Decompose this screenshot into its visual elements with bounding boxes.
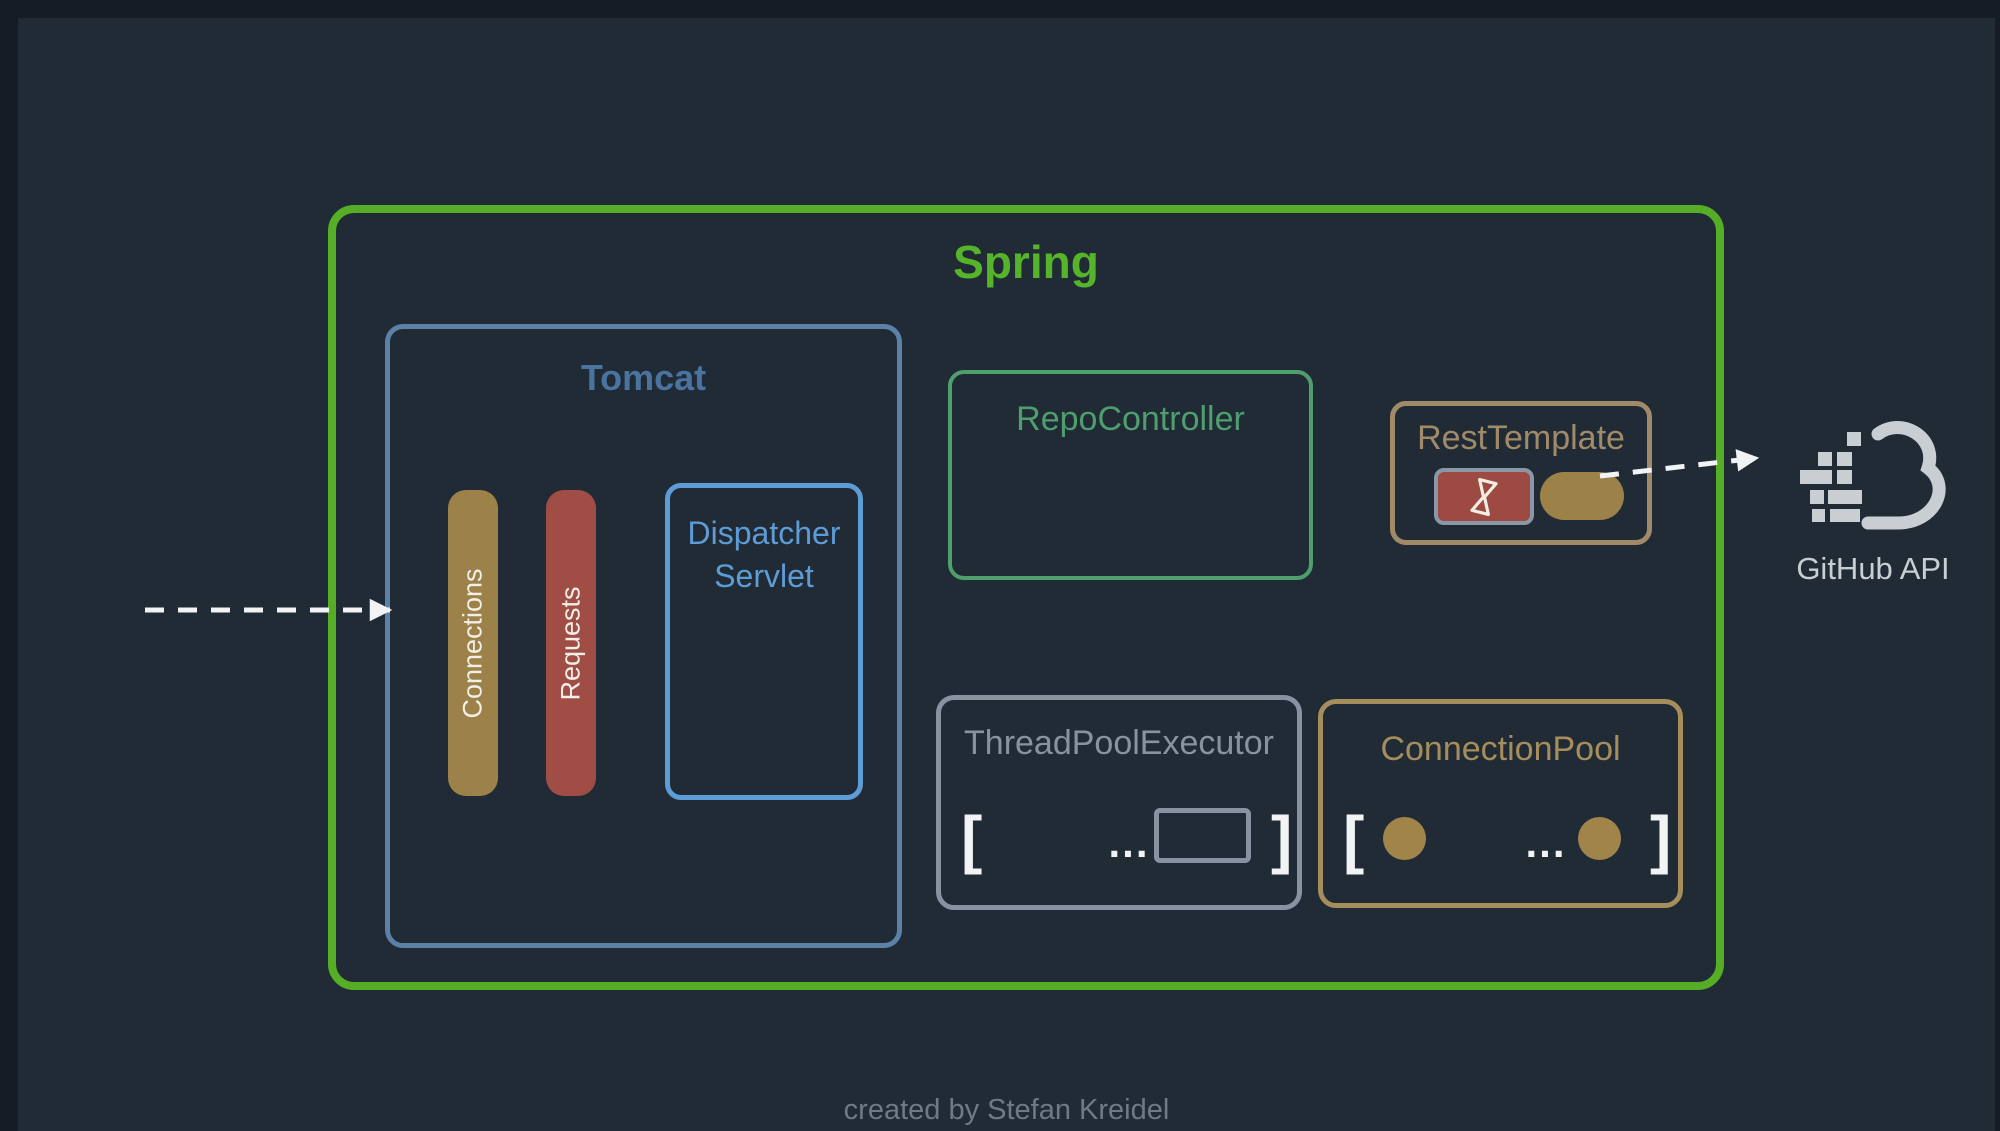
- pool-ellipsis: ...: [1108, 819, 1150, 866]
- requests-label: Requests: [555, 585, 586, 701]
- spring-box: Spring: [328, 205, 1724, 990]
- spring-title: Spring: [953, 236, 1099, 288]
- connections-label: Connections: [457, 567, 488, 719]
- tomcat-title: Tomcat: [580, 357, 707, 398]
- connection-pool-box: ConnectionPool [ ... ]: [1318, 699, 1683, 908]
- tomcat-box: Tomcat Connections Requests Dispatcher S…: [385, 324, 902, 948]
- cloud-icon: [1790, 408, 1960, 536]
- dispatcher-servlet-label: Dispatcher Servlet: [687, 515, 841, 594]
- incoming-requests-arrow: [145, 598, 393, 622]
- hourglass-icon: [1470, 477, 1498, 516]
- rest-template-box: RestTemplate: [1390, 401, 1652, 545]
- diagram-panel: Spring Tomcat Connections Requests Dispa…: [18, 18, 1995, 1131]
- requests-pill: Requests: [546, 490, 596, 796]
- pool-bracket-close: ]: [1650, 803, 1672, 875]
- thread-slot-rect: [1154, 808, 1251, 863]
- rest-template-title: RestTemplate: [1417, 419, 1625, 457]
- connection-dot: [1383, 817, 1426, 860]
- connection-dot: [1578, 817, 1621, 860]
- connections-pill: Connections: [448, 490, 498, 796]
- thread-pool-title: ThreadPoolExecutor: [964, 724, 1274, 762]
- pool-ellipsis: ...: [1525, 819, 1567, 866]
- thread-pool-box: ThreadPoolExecutor [ ... ]: [936, 695, 1302, 910]
- github-api-label: GitHub API: [1796, 551, 1950, 586]
- dispatcher-servlet-box: Dispatcher Servlet: [665, 483, 863, 800]
- pool-bracket-open: [: [1343, 803, 1365, 875]
- idle-resource-pill: [1540, 472, 1624, 520]
- repo-controller-box: RepoController: [948, 370, 1313, 580]
- pool-bracket-close: ]: [1271, 803, 1293, 875]
- outbound-api-arrow: [1599, 449, 1760, 479]
- busy-resource-pill: [1434, 468, 1534, 525]
- pool-bracket-open: [: [961, 803, 983, 875]
- repo-controller-title: RepoController: [1016, 400, 1245, 438]
- connection-pool-title: ConnectionPool: [1380, 730, 1621, 768]
- credit-text: created by Stefan Kreidel: [843, 1094, 1170, 1126]
